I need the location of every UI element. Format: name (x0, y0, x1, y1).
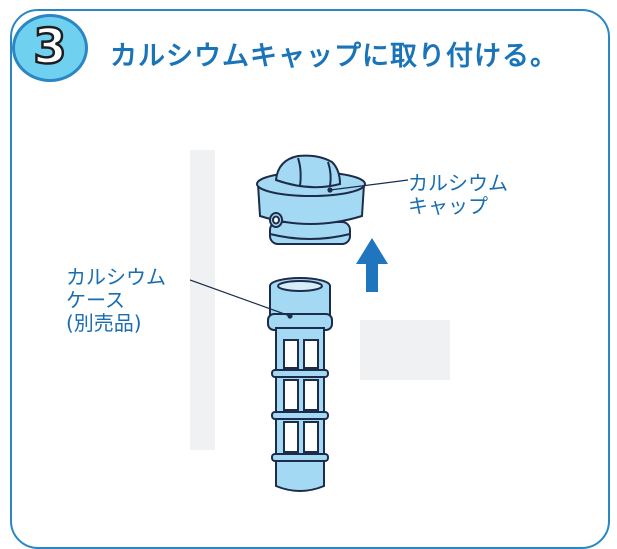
calcium-cap (256, 154, 366, 245)
step-title: カルシウムキャップに取り付ける。 (110, 41, 558, 72)
assembly-illustration (190, 150, 450, 492)
leader-lines (190, 179, 409, 319)
background-print (190, 150, 450, 450)
calcium-cap-label: カルシウム キャップ (408, 171, 508, 218)
step-number-badge: 3 (12, 14, 88, 82)
step-number: 3 (32, 19, 68, 75)
calcium-case-label: カルシウム ケース (別売品) (66, 265, 166, 335)
insert-arrow (356, 238, 388, 292)
calcium-case (267, 277, 333, 492)
